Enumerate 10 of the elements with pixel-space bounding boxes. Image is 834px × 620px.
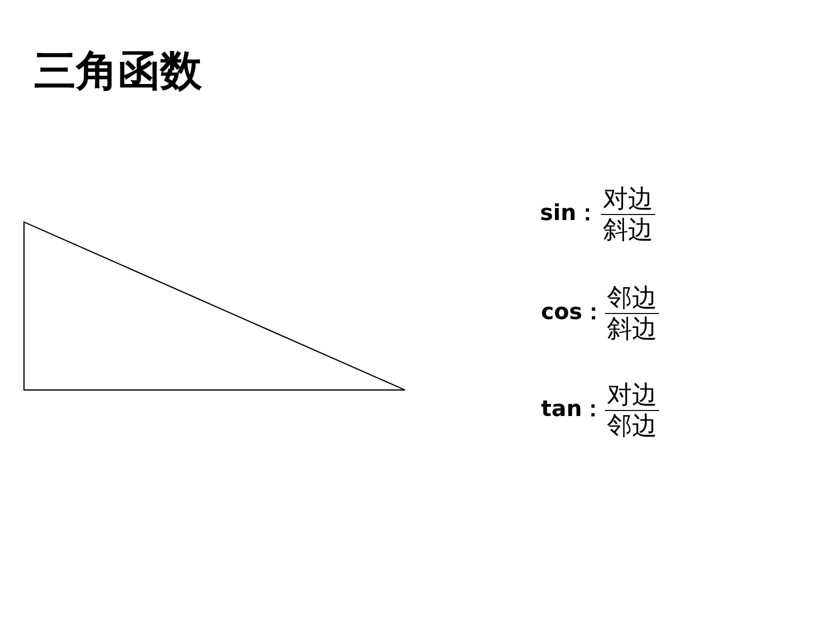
function-label: tan： bbox=[541, 399, 604, 421]
denominator: 邻边 bbox=[607, 412, 657, 440]
function-label: sin： bbox=[540, 203, 598, 225]
title: 三角函数 bbox=[34, 46, 202, 96]
numerator: 邻边 bbox=[607, 284, 657, 312]
numerator: 对边 bbox=[607, 381, 657, 408]
function-label: cos： bbox=[541, 302, 604, 324]
numerator: 对边 bbox=[603, 185, 653, 212]
denominator: 斜边 bbox=[607, 315, 657, 342]
denominator: 斜边 bbox=[603, 216, 653, 244]
